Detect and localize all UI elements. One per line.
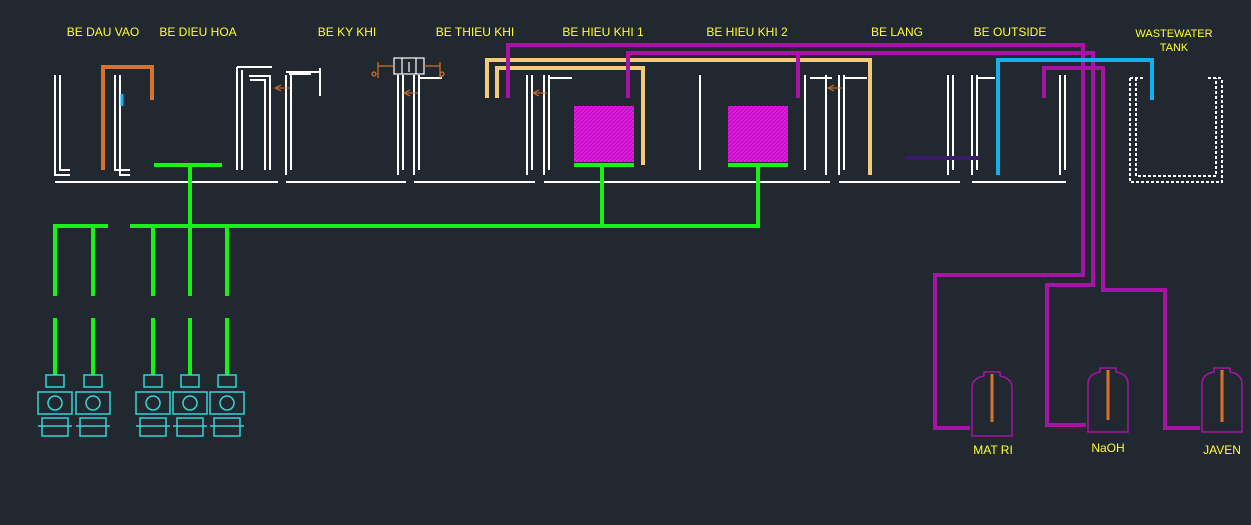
tank-label-outside: BE OUTSIDE xyxy=(974,25,1047,39)
chemical-label-naoh: NaOH xyxy=(1091,441,1124,455)
air-distribution-pipes xyxy=(53,163,788,375)
tank-label-dau-vao: BE DAU VAO xyxy=(67,25,139,39)
blower-icon xyxy=(172,374,208,437)
tank-label-thieu-khi: BE THIEU KHI xyxy=(436,25,514,39)
blower-icon xyxy=(75,374,111,437)
tank-lang xyxy=(838,75,960,183)
tank-label-hieu-khi-1: BE HIEU KHI 1 xyxy=(562,25,644,39)
blower-icon xyxy=(135,374,171,437)
tank-label-ky-khi: BE KY KHI xyxy=(318,25,376,39)
wastewater-tank-label-line2: TANK xyxy=(1160,42,1189,54)
tank-fittings xyxy=(273,84,842,97)
tank-dieu-hoa xyxy=(236,66,272,170)
tank-thieu-khi xyxy=(413,75,535,183)
mixer-icon xyxy=(371,57,445,78)
chemical-label-javen: JAVEN xyxy=(1203,443,1241,457)
tank-hieu-khi xyxy=(543,75,832,183)
blower-icon xyxy=(37,374,73,437)
inlet-pipe xyxy=(101,65,154,170)
tank-ky-khi xyxy=(285,68,406,183)
tank-label-lang: BE LANG xyxy=(871,25,923,39)
diffuser-hieu-khi-2 xyxy=(728,106,788,162)
chemical-tank-icon xyxy=(1087,367,1129,433)
tank-label-hieu-khi-2: BE HIEU KHI 2 xyxy=(706,25,788,39)
tank-dau-vao xyxy=(54,75,278,183)
wastewater-tank-label-line1: WASTEWATER xyxy=(1135,28,1212,40)
diffuser-hieu-khi-1 xyxy=(574,106,634,162)
chemical-tank-icon xyxy=(1201,367,1243,433)
tank-outside xyxy=(971,75,1066,183)
discharge-pipe xyxy=(996,58,1154,175)
chemical-dosing-pipes xyxy=(506,43,1200,430)
blower-icon xyxy=(209,374,245,437)
chemical-label-mat-ri: MAT RI xyxy=(973,443,1013,457)
wastewater-tank xyxy=(1129,77,1223,183)
tank-label-dieu-hoa: BE DIEU HOA xyxy=(159,25,236,39)
sludge-return-pipe xyxy=(485,58,872,175)
chemical-tank-icon xyxy=(971,371,1013,437)
